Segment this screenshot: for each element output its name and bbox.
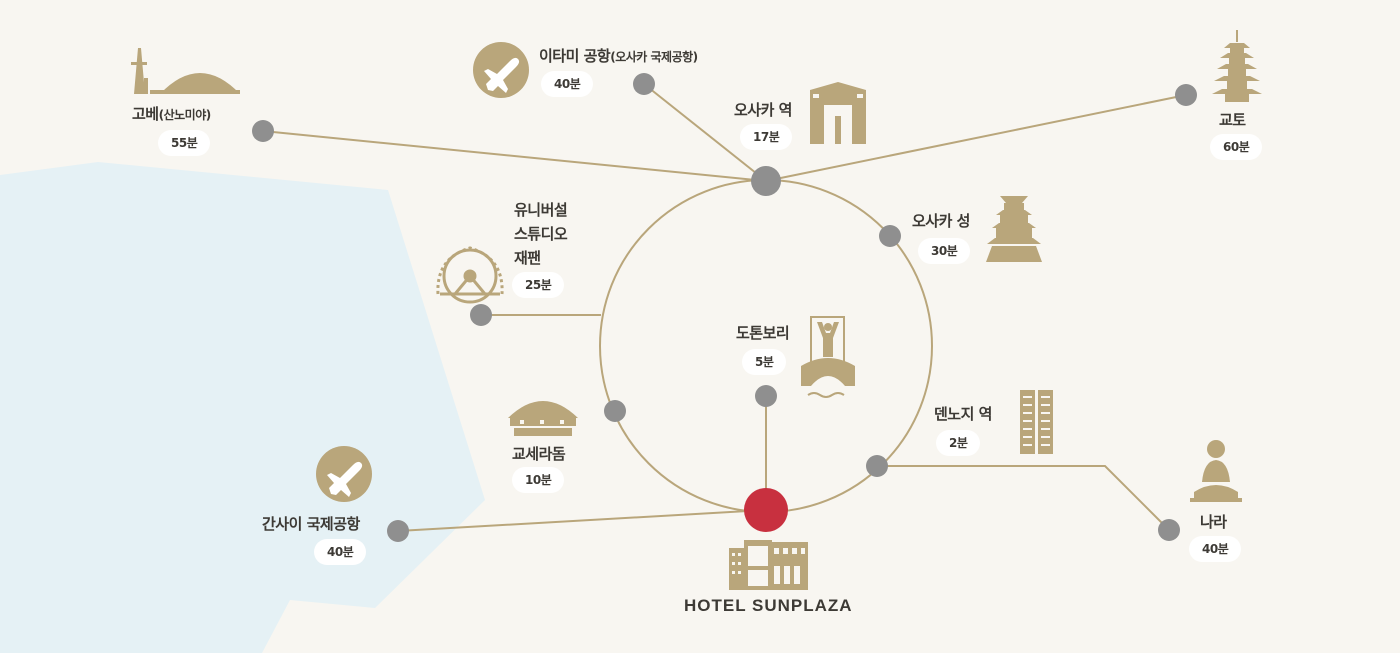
route-lines <box>262 83 1187 532</box>
destination-name-osaka-castle: 오사카 성 <box>912 212 970 230</box>
travel-time-itami: 40분 <box>541 71 594 97</box>
node-osaka-castle <box>879 225 901 247</box>
dome-icon <box>508 401 578 436</box>
node-kobe <box>252 120 274 142</box>
airplane-icon <box>473 42 529 98</box>
travel-time-osaka-station: 17분 <box>740 124 793 150</box>
castle-icon <box>986 196 1042 262</box>
travel-time-kobe: 55분 <box>158 130 211 156</box>
node-tennoji <box>866 455 888 477</box>
kobe-tower-icon <box>131 48 240 94</box>
glico-sign-icon <box>801 316 855 398</box>
node-usj <box>470 304 492 326</box>
node-osaka-station <box>751 166 781 196</box>
destination-name-kyocera: 교세라돔 <box>512 445 566 463</box>
travel-time-tennoji: 2분 <box>936 430 981 456</box>
travel-time-kyoto: 60분 <box>1210 134 1263 160</box>
sea-area <box>0 162 485 653</box>
destination-name-kobe: 고베(산노미야) <box>132 105 211 123</box>
station-nodes <box>252 73 1197 542</box>
travel-time-nara: 40분 <box>1189 536 1242 562</box>
destination-name-dotonbori: 도톤보리 <box>736 324 790 342</box>
travel-time-kansai: 40분 <box>314 539 367 565</box>
node-itami <box>633 73 655 95</box>
station-building-icon <box>810 82 866 144</box>
pagoda-icon <box>1212 30 1262 102</box>
node-nara <box>1158 519 1180 541</box>
travel-time-kyocera: 10분 <box>512 467 565 493</box>
travel-time-osaka-castle: 30분 <box>918 238 971 264</box>
destination-name-itami: 이타미 공항(오사카 국제공항) <box>539 47 698 65</box>
destination-name-tennoji: 덴노지 역 <box>934 405 992 423</box>
node-kyocera <box>604 400 626 422</box>
hotel-name: HOTEL SUNPLAZA <box>684 596 853 615</box>
twin-towers-icon <box>1020 390 1053 454</box>
travel-time-dotonbori: 5분 <box>742 349 787 375</box>
destination-name-usj: 유니버설 스튜디오 재팬 <box>514 201 568 267</box>
destination-name-osaka-station: 오사카 역 <box>734 101 792 119</box>
destination-name-nara: 나라 <box>1200 513 1227 531</box>
destination-name-kansai: 간사이 국제공항 <box>262 515 360 533</box>
destination-name-kyoto: 교토 <box>1219 111 1246 129</box>
buddha-icon <box>1190 440 1242 502</box>
hotel-node <box>744 488 788 532</box>
node-kansai <box>387 520 409 542</box>
travel-time-usj: 25분 <box>512 272 565 298</box>
node-dotonbori <box>755 385 777 407</box>
node-kyoto <box>1175 84 1197 106</box>
airplane-icon <box>316 446 372 502</box>
ferris-wheel-icon <box>436 246 504 304</box>
hotel-building-icon <box>729 540 808 590</box>
